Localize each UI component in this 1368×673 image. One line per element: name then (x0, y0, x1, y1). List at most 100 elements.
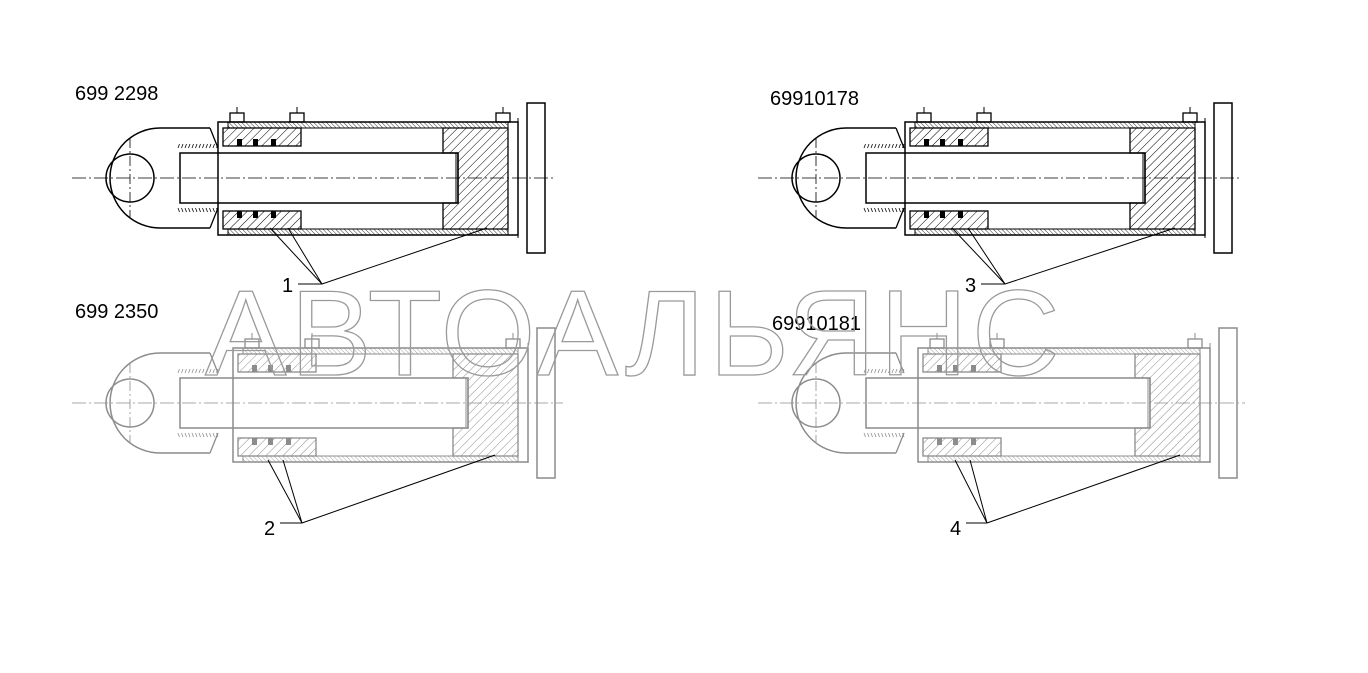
thread-tooth (195, 432, 198, 438)
piston (452, 353, 519, 457)
thread-tooth (216, 368, 219, 374)
thread-tooth (902, 207, 905, 213)
seal (286, 438, 291, 445)
seal (971, 365, 976, 372)
thread-tooth (188, 207, 191, 213)
thread-tooth (867, 368, 870, 374)
seal (252, 365, 257, 372)
thread-tooth (888, 143, 891, 149)
eye-bevel (209, 127, 219, 229)
thread-tooth (212, 143, 215, 149)
leader-line (301, 454, 496, 524)
thread-tooth (870, 143, 873, 149)
thread-tooth (209, 143, 212, 149)
thread-tooth (895, 432, 898, 438)
thread-tooth (867, 207, 870, 213)
thread-tooth (209, 207, 212, 213)
tube-wall-top (242, 347, 519, 355)
thread-tooth (898, 143, 901, 149)
seal (958, 139, 963, 146)
thread-tooth (198, 432, 201, 438)
tube-wall-bottom (242, 455, 519, 463)
thread-tooth (898, 207, 901, 213)
seal (268, 365, 273, 372)
thread-tooth (870, 368, 873, 374)
seal (971, 438, 976, 445)
seal (252, 438, 257, 445)
thread-tooth (863, 207, 866, 213)
thread-tooth (881, 368, 884, 374)
thread-tooth (184, 368, 187, 374)
thread-tooth (181, 432, 184, 438)
eye-bevel (895, 352, 905, 454)
thread-tooth (863, 368, 866, 374)
gland-top (222, 127, 302, 147)
tube-wall-top (914, 121, 1196, 129)
thread-tooth (870, 432, 873, 438)
thread-tooth (198, 368, 201, 374)
thread-tooth (884, 368, 887, 374)
thread-tooth (177, 432, 180, 438)
seal (953, 438, 958, 445)
part-number-label: 699 2298 (75, 83, 158, 105)
port-mid (976, 112, 992, 123)
thread-tooth (863, 432, 866, 438)
port-right (1182, 112, 1198, 123)
part-number-label: 69910178 (770, 88, 859, 110)
thread-tooth (184, 143, 187, 149)
thread-tooth (181, 207, 184, 213)
leader-line (282, 459, 303, 524)
gland-bottom (237, 437, 317, 457)
thread-tooth (205, 368, 208, 374)
thread-tooth (891, 207, 894, 213)
thread-tooth (177, 368, 180, 374)
thread-tooth (881, 432, 884, 438)
tube-wall-top (927, 347, 1201, 355)
thread-tooth (881, 143, 884, 149)
seal (237, 211, 242, 218)
thread-tooth (205, 143, 208, 149)
tube-wall-top (227, 121, 509, 129)
leader-line (967, 227, 1006, 285)
thread-tooth (195, 143, 198, 149)
thread-tooth (891, 432, 894, 438)
port-right (495, 112, 511, 123)
piston (1129, 127, 1196, 230)
thread-tooth (184, 432, 187, 438)
thread-tooth (891, 368, 894, 374)
thread-tooth (184, 207, 187, 213)
cylinder-drawing-4: 69910181 4 (758, 313, 1245, 540)
thread-tooth (212, 432, 215, 438)
thread-tooth (212, 368, 215, 374)
thread-tooth (895, 207, 898, 213)
thread-tooth (891, 143, 894, 149)
leader-line (287, 227, 323, 285)
eye-bevel (209, 352, 219, 454)
thread-tooth (884, 143, 887, 149)
seal (271, 139, 276, 146)
thread-tooth (202, 207, 205, 213)
seal (940, 139, 945, 146)
thread-tooth (202, 432, 205, 438)
gland-top (909, 127, 989, 147)
seal (268, 438, 273, 445)
seal (271, 211, 276, 218)
thread-tooth (198, 207, 201, 213)
tube-wall-bottom (927, 455, 1201, 463)
thread-tooth (209, 432, 212, 438)
thread-tooth (881, 207, 884, 213)
rod-eye (795, 127, 896, 229)
thread-tooth (877, 143, 880, 149)
thread-tooth (863, 143, 866, 149)
seal (286, 365, 291, 372)
thread-tooth (177, 207, 180, 213)
leader-line (986, 454, 1181, 524)
seal (953, 365, 958, 372)
thread-tooth (205, 207, 208, 213)
thread-tooth (202, 143, 205, 149)
thread-tooth (902, 432, 905, 438)
leader-line (1004, 227, 1176, 285)
thread-tooth (902, 143, 905, 149)
thread-tooth (888, 207, 891, 213)
